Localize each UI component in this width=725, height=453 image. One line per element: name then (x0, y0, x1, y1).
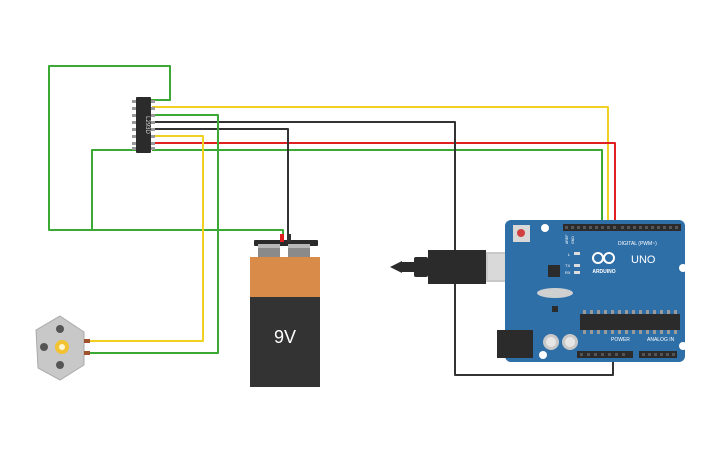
wire-black-to-battery[interactable] (152, 128, 289, 240)
wires (48, 65, 616, 376)
battery-label: 9V (274, 327, 296, 347)
led-l-label: L (568, 252, 571, 257)
dc-motor-icon[interactable] (35, 315, 90, 381)
led-tx-label: TX (565, 263, 570, 268)
battery-9v[interactable]: 9V (250, 234, 320, 387)
wire-green-to-motor[interactable] (90, 114, 219, 354)
gnd-label: GND (571, 236, 575, 244)
wire-green-to-arduino[interactable] (152, 149, 603, 228)
wire-green-driver-left[interactable] (91, 149, 137, 230)
wire-yellow-to-motor[interactable] (90, 135, 204, 342)
wire-yellow-to-arduino[interactable] (152, 106, 609, 228)
power-label: POWER (611, 337, 630, 343)
wire-red-to-arduino[interactable] (152, 142, 616, 228)
motor-driver-chip[interactable]: L293D (132, 97, 155, 153)
arduino-uno-board[interactable]: AREF GND DIGITAL (PWM~) L TX RX ARDUINO … (497, 220, 687, 362)
aref-label: AREF (565, 235, 569, 244)
driver-label: L293D (144, 116, 150, 134)
analog-label: ANALOG IN (647, 337, 675, 343)
led-rx-label: RX (565, 270, 571, 275)
arduino-model-label: UNO (631, 254, 656, 266)
digital-label: DIGITAL (PWM~) (618, 241, 657, 247)
arduino-brand-label: ARDUINO (592, 269, 615, 275)
arduino-infinity-logo-icon (592, 252, 615, 264)
wire-green-driver-loop[interactable] (48, 65, 284, 240)
wire-black-to-arduino-gnd[interactable] (152, 121, 614, 376)
